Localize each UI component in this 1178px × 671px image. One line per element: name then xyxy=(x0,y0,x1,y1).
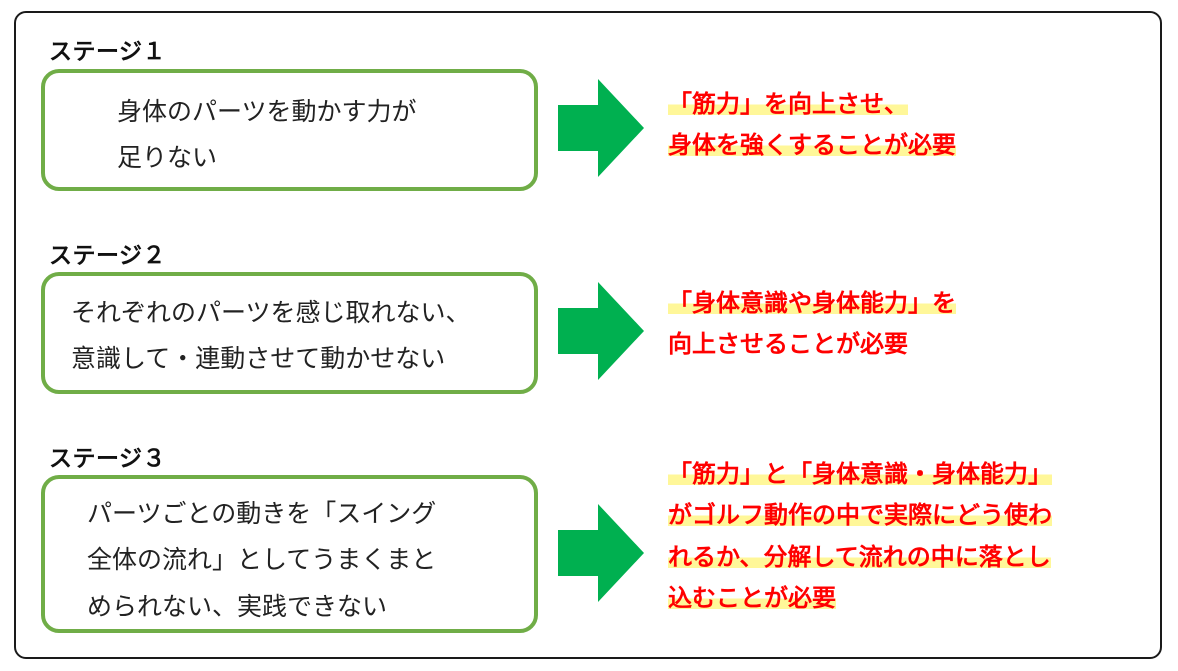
stage-3-arrow-icon xyxy=(558,504,644,602)
stage-3-problem-line: 全体の流れ」としてうまくまと xyxy=(87,545,437,575)
stage-1-solution-line: 身体を強くすることが必要 xyxy=(668,131,956,160)
stage-2-problem-box: それぞれのパーツを感じ取れない、 意識して・連動させて動かせない xyxy=(41,272,538,394)
stage-3-solution-line: 込むことが必要 xyxy=(668,583,836,612)
stage-1-arrow-icon xyxy=(558,79,644,177)
stage-3-problem-box: パーツごとの動きを「スイング 全体の流れ」としてうまくまと められない、実践でき… xyxy=(41,475,538,633)
stage-2-solution: 「身体意識や身体能力」を 向上させることが必要 xyxy=(668,283,956,366)
stage-2-title: ステージ２ xyxy=(49,243,167,269)
stage-1-solution: 「筋力」を向上させ、 身体を強くすることが必要 xyxy=(668,84,956,167)
stage-2-problem-line: それぞれのパーツを感じ取れない、 xyxy=(71,298,471,327)
stage-3-solution-line: 「筋力」と「身体意識・身体能力」 xyxy=(668,460,1052,488)
stage-3-solution-line: がゴルフ動作の中で実際にどう使わ xyxy=(668,501,1052,530)
stage-1-problem-line: 足りない xyxy=(117,143,218,173)
stage-2-problem-line: 意識して・連動させて動かせない xyxy=(71,344,446,374)
stage-2-solution-line: 「身体意識や身体能力」を xyxy=(668,289,956,317)
stage-1-problem-line: 身体のパーツを動かす力が xyxy=(117,97,417,126)
stage-2-arrow-icon xyxy=(558,282,644,380)
stage-1-solution-line: 「筋力」を向上させ、 xyxy=(668,90,908,118)
stage-3-problem-line: められない、実践できない xyxy=(87,591,388,621)
stage-1-title: ステージ１ xyxy=(49,39,167,65)
stage-3-problem-line: パーツごとの動きを「スイング xyxy=(87,499,437,528)
stage-3-title: ステージ３ xyxy=(49,446,167,472)
stage-3-solution-line: れるか、分解して流れの中に落とし xyxy=(668,542,1051,571)
stage-2-solution-line: 向上させることが必要 xyxy=(668,330,908,359)
stage-1-problem-box: 身体のパーツを動かす力が 足りない xyxy=(41,69,538,191)
stage-3-solution: 「筋力」と「身体意識・身体能力」 がゴルフ動作の中で実際にどう使わ れるか、分解… xyxy=(668,454,1052,619)
